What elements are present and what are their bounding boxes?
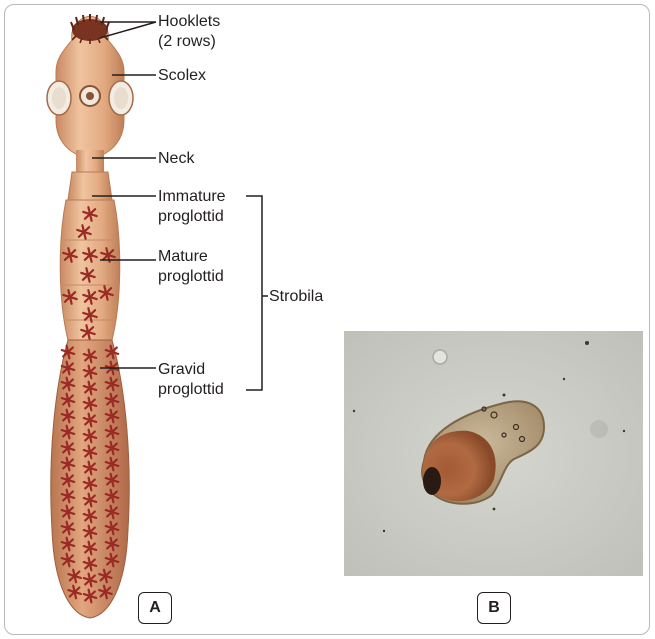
mature-label: Mature <box>158 247 208 266</box>
immature-proglottid-label: proglottid <box>158 207 224 226</box>
mature-proglottid-label: proglottid <box>158 267 224 286</box>
neck <box>76 150 104 172</box>
scolex-label: Scolex <box>158 66 206 85</box>
gravid-label: Gravid <box>158 360 205 379</box>
strobila-label: Strobila <box>269 287 323 306</box>
strobila-bracket <box>246 196 268 390</box>
panel-b-label: B <box>477 592 511 624</box>
micrograph-photo <box>344 331 643 576</box>
hooklets-label: Hooklets <box>158 12 220 31</box>
hooklets-rows-label: (2 rows) <box>158 32 216 51</box>
neck-label: Neck <box>158 149 194 168</box>
immature-label: Immature <box>158 187 226 206</box>
panel-a-label: A <box>138 592 172 624</box>
gravid-proglottid-label: proglottid <box>158 380 224 399</box>
